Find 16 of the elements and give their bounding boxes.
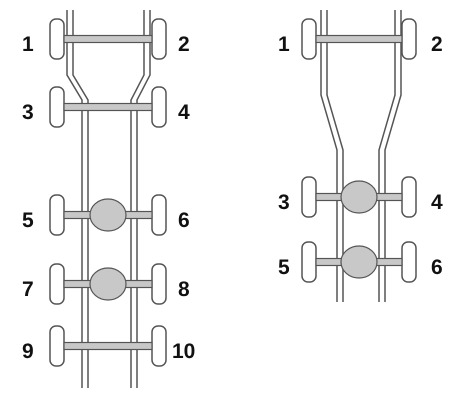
position-number: 2 (431, 34, 443, 55)
position-number: 5 (278, 257, 290, 278)
position-number: 9 (22, 341, 34, 362)
position-number: 4 (178, 102, 190, 123)
position-number: 6 (178, 210, 190, 231)
position-number: 7 (22, 279, 34, 300)
position-number: 1 (278, 34, 290, 55)
position-number: 8 (178, 279, 190, 300)
position-number: 6 (431, 257, 443, 278)
position-number: 10 (172, 341, 196, 362)
position-number: 3 (22, 102, 34, 123)
position-number: 2 (178, 34, 190, 55)
position-number: 3 (278, 192, 290, 213)
position-number: 1 (22, 34, 34, 55)
position-number: 4 (431, 192, 443, 213)
position-number: 5 (22, 210, 34, 231)
